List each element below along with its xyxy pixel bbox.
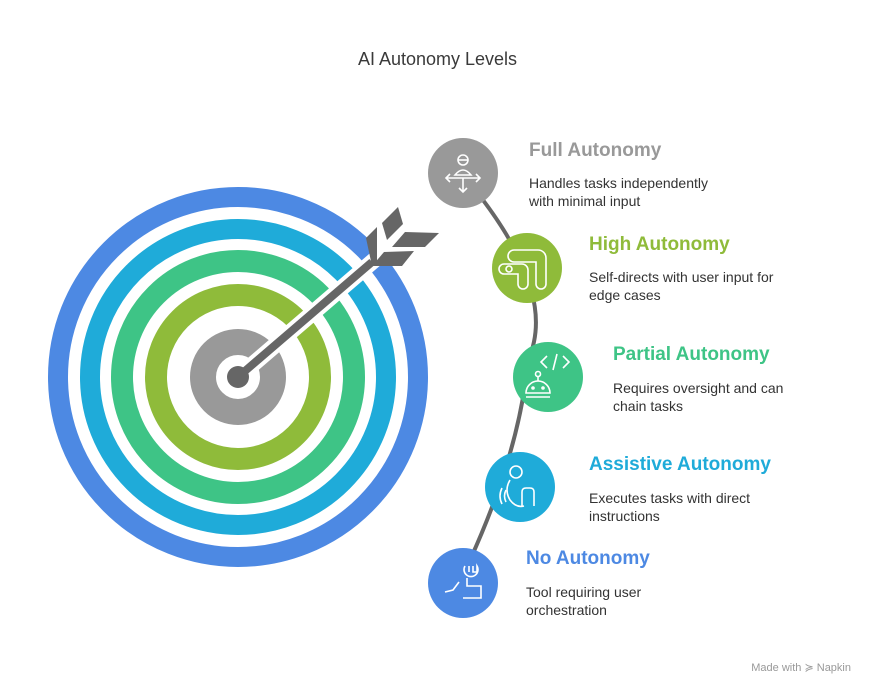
napkin-logo-icon: ≽ [804,662,814,674]
ring-high-autonomy [145,284,331,470]
level-title-high-autonomy: High Autonomy [589,234,730,255]
level-title-assistive-autonomy: Assistive Autonomy [589,454,771,475]
level-title-no-autonomy: No Autonomy [526,548,650,569]
robot-code-icon [525,353,571,398]
footer-brand: Napkin [816,662,851,674]
ring-no-autonomy [48,187,428,567]
route-icon [498,249,547,290]
level-title-full-autonomy: Full Autonomy [529,140,662,161]
footer-credit[interactable]: Made with ≽ Napkin [751,661,851,674]
ring-full-autonomy [190,329,286,425]
footer-made-with: Made with [751,662,802,674]
ring-assistive-autonomy [80,219,396,535]
diagram-title: AI Autonomy Levels [357,49,518,69]
arrow-icon [227,207,439,388]
ring-partial-autonomy [111,250,365,504]
badge-assistive-autonomy [485,452,555,522]
badge-high-autonomy [492,233,562,303]
badge-partial-autonomy [513,342,583,412]
hand-gesture-icon [499,465,535,508]
person-directions-icon [444,154,482,194]
level-title-partial-autonomy: Partial Autonomy [613,344,770,365]
badge-full-autonomy [428,138,498,208]
badge-no-autonomy [428,548,498,618]
wrench-hand-icon [444,563,482,599]
